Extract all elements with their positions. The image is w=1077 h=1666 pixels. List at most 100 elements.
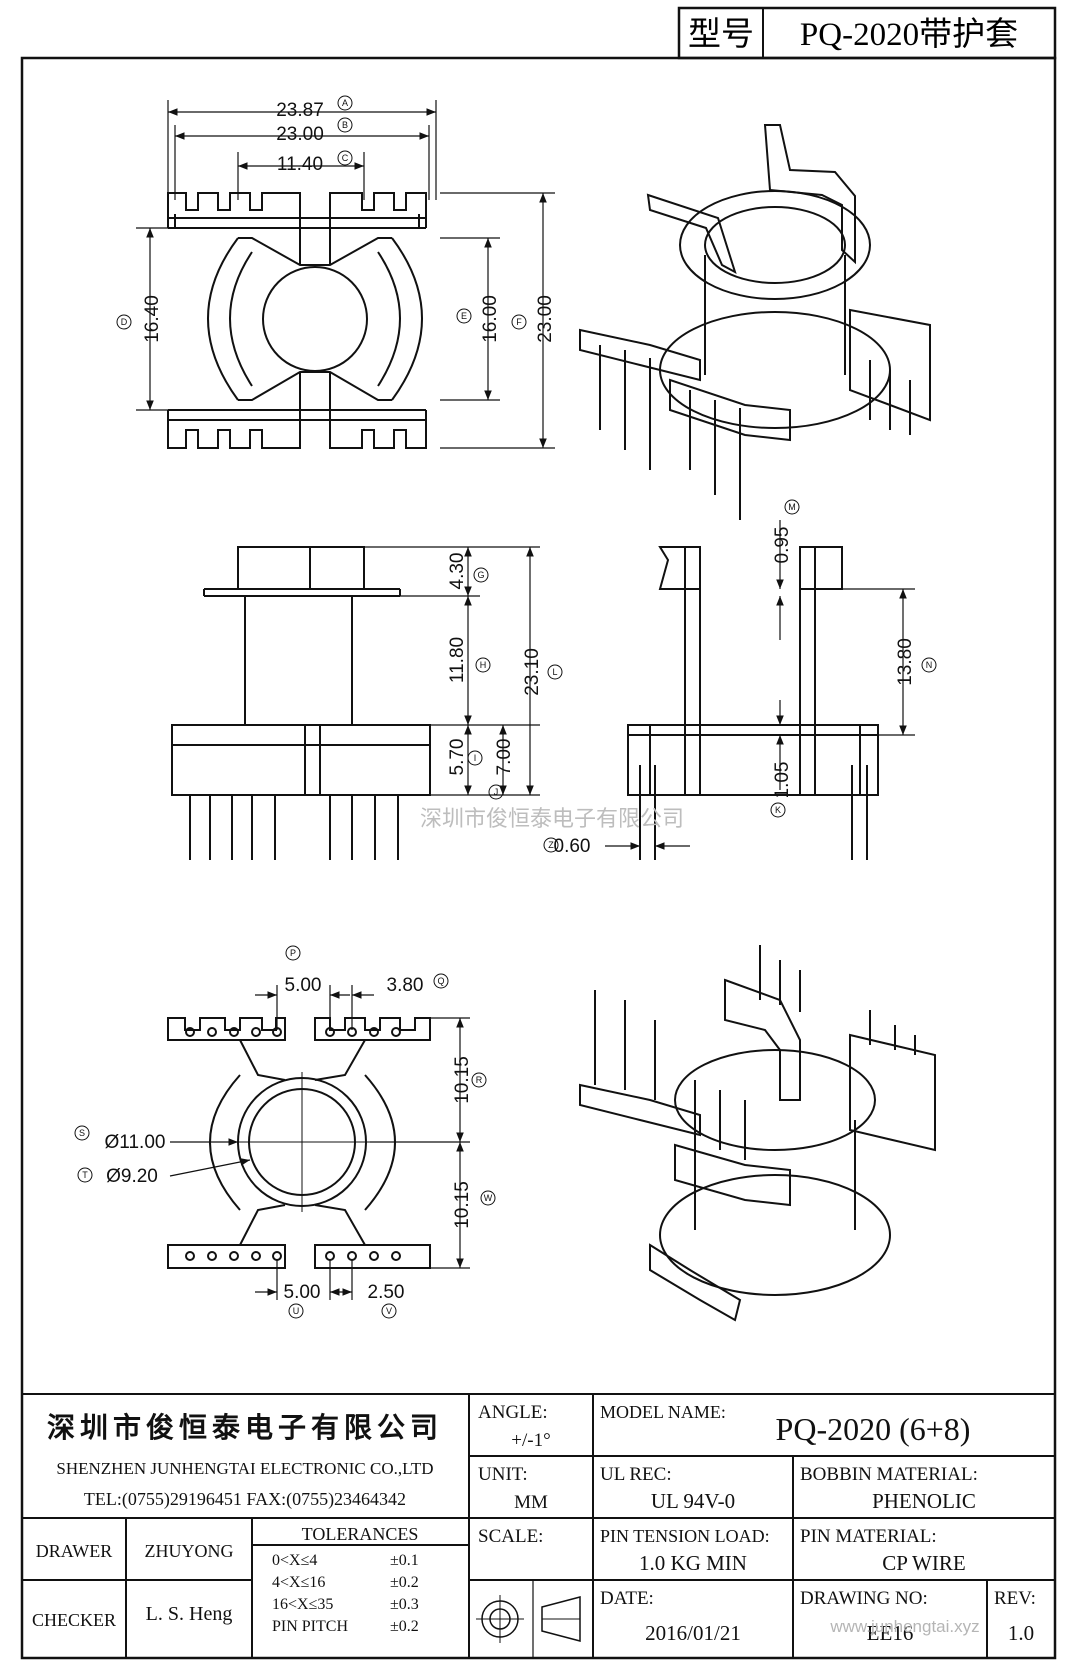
tol-value-2: ±0.2 — [390, 1574, 419, 1591]
pin-tension-value: 1.0 KG MIN — [639, 1551, 747, 1575]
marker-p: P — [290, 948, 296, 958]
company-name-cn: 深圳市俊恒泰电子有限公司 — [47, 1411, 443, 1444]
side-view-dims — [605, 520, 915, 860]
drawing-no-label: DRAWING NO: — [800, 1588, 928, 1609]
marker-i: I — [474, 753, 477, 763]
marker-d: D — [121, 317, 128, 327]
marker-j: J — [494, 787, 499, 797]
pin-material-label: PIN MATERIAL: — [800, 1526, 937, 1547]
drawer-label: DRAWER — [36, 1541, 113, 1561]
marker-c: C — [342, 153, 349, 163]
marker-v: V — [386, 1306, 392, 1316]
angle-label: ANGLE: — [478, 1402, 548, 1423]
marker-m: M — [788, 502, 796, 512]
tol-range-2: 4<X≤16 — [272, 1574, 325, 1591]
bottom-view-dim-labels: 5.00 3.80 10.15 10.15 Ø11.00 Ø9.20 5.00 … — [105, 975, 473, 1303]
dim-5-00-top: 5.00 — [285, 975, 322, 996]
dim-4-30: 4.30 — [447, 553, 468, 590]
marker-z: Z — [548, 840, 554, 850]
marker-n: N — [926, 660, 933, 670]
drawing-no-value: EE16 — [867, 1621, 914, 1645]
reference-markers: A B C D E F G H L I J M N K Z P Q R S T … — [74, 95, 937, 1319]
title-block — [22, 1393, 1055, 1658]
dim-23-87: 23.87 — [276, 100, 324, 121]
center-watermark: 深圳市俊恒泰电子有限公司 — [420, 806, 684, 831]
marker-r: R — [476, 1075, 483, 1085]
dim-13-80: 13.80 — [895, 638, 916, 686]
dim-3-80: 3.80 — [387, 975, 424, 996]
marker-l: L — [552, 667, 557, 677]
dim-dia-9-2: Ø9.20 — [106, 1166, 158, 1187]
pin-tension-label: PIN TENSION LOAD: — [600, 1526, 770, 1546]
tol-range-3: 16<X≤35 — [272, 1596, 333, 1613]
marker-u: U — [293, 1306, 300, 1316]
tol-range-1: 0<X≤4 — [272, 1552, 317, 1569]
bottom-view — [167, 1017, 431, 1269]
marker-w: W — [484, 1193, 493, 1203]
tolerances-label: TOLERANCES — [302, 1524, 419, 1544]
marker-q: Q — [437, 976, 444, 986]
company-contact: TEL:(0755)29196451 FAX:(0755)23464342 — [84, 1489, 406, 1510]
top-view — [167, 192, 427, 449]
marker-f: F — [516, 317, 522, 327]
bottom-view-dims — [169, 985, 470, 1300]
rev-label: REV: — [994, 1588, 1036, 1609]
marker-e: E — [461, 311, 467, 321]
tol-value-1: ±0.1 — [390, 1552, 419, 1569]
ul-value: UL 94V-0 — [651, 1489, 735, 1513]
marker-a: A — [342, 98, 348, 108]
marker-s: S — [79, 1128, 85, 1138]
scale-label: SCALE: — [478, 1526, 543, 1547]
sheet-border — [20, 56, 1057, 1660]
dim-1-05: 1.05 — [772, 762, 793, 799]
unit-value: MM — [514, 1492, 548, 1513]
site-watermark: www.junhengtai.xyz — [829, 1617, 979, 1636]
tol-range-4: PIN PITCH — [272, 1618, 348, 1635]
marker-t: T — [82, 1170, 88, 1180]
angle-value: +/-1° — [511, 1430, 550, 1451]
marker-h: H — [480, 660, 487, 670]
side-view — [627, 546, 879, 860]
dim-7-00: 7.00 — [494, 739, 515, 776]
dim-23-10: 23.10 — [522, 648, 543, 696]
header-box: 型号 PQ-2020带护套 — [677, 6, 1057, 60]
model-value: PQ-2020 (6+8) — [776, 1411, 971, 1447]
front-view-dim-labels: 4.30 11.80 23.10 5.70 7.00 — [447, 553, 543, 776]
unit-label: UNIT: — [478, 1464, 528, 1485]
dim-5-70: 5.70 — [447, 739, 468, 776]
date-label: DATE: — [600, 1588, 654, 1609]
pin-material-value: CP WIRE — [882, 1551, 965, 1575]
dim-11-80: 11.80 — [447, 637, 468, 683]
marker-b: B — [342, 120, 348, 130]
dim-23-00-side: 23.00 — [535, 295, 556, 343]
top-view-dims — [136, 100, 555, 449]
date-value: 2016/01/21 — [645, 1621, 741, 1645]
dim-16-40: 16.40 — [142, 295, 163, 343]
dim-dia-11: Ø11.00 — [105, 1132, 166, 1153]
company-name-en: SHENZHEN JUNHENGTAI ELECTRONIC CO.,LTD — [56, 1459, 433, 1478]
dim-11-40: 11.40 — [277, 154, 323, 175]
dim-0-60: 0.60 — [554, 836, 591, 857]
dim-23-00-top: 23.00 — [276, 124, 324, 145]
drawer-value: ZHUYONG — [145, 1541, 234, 1561]
isometric-view-top — [579, 124, 931, 520]
dim-10-15-up: 10.15 — [452, 1056, 473, 1104]
rev-value: 1.0 — [1008, 1621, 1034, 1645]
marker-k: K — [775, 805, 781, 815]
ul-label: UL REC: — [600, 1464, 672, 1485]
marker-g: G — [477, 570, 484, 580]
front-view — [171, 546, 431, 860]
dim-2-50: 2.50 — [368, 1282, 405, 1303]
type-label: 型号 — [688, 17, 754, 53]
top-view-dim-labels: 23.87 23.00 11.40 16.40 16.00 23.00 — [142, 100, 556, 343]
tol-value-3: ±0.3 — [390, 1596, 419, 1613]
isometric-view-bottom — [579, 945, 936, 1322]
checker-label: CHECKER — [32, 1610, 116, 1630]
tol-value-4: ±0.2 — [390, 1618, 419, 1635]
dim-10-15-down: 10.15 — [452, 1181, 473, 1229]
bobbin-material-label: BOBBIN MATERIAL: — [800, 1464, 978, 1485]
dim-0-95: 0.95 — [772, 527, 793, 564]
dim-5-00-bot: 5.00 — [284, 1282, 321, 1303]
side-view-dim-labels: 0.95 13.80 1.05 0.60 — [554, 527, 916, 857]
